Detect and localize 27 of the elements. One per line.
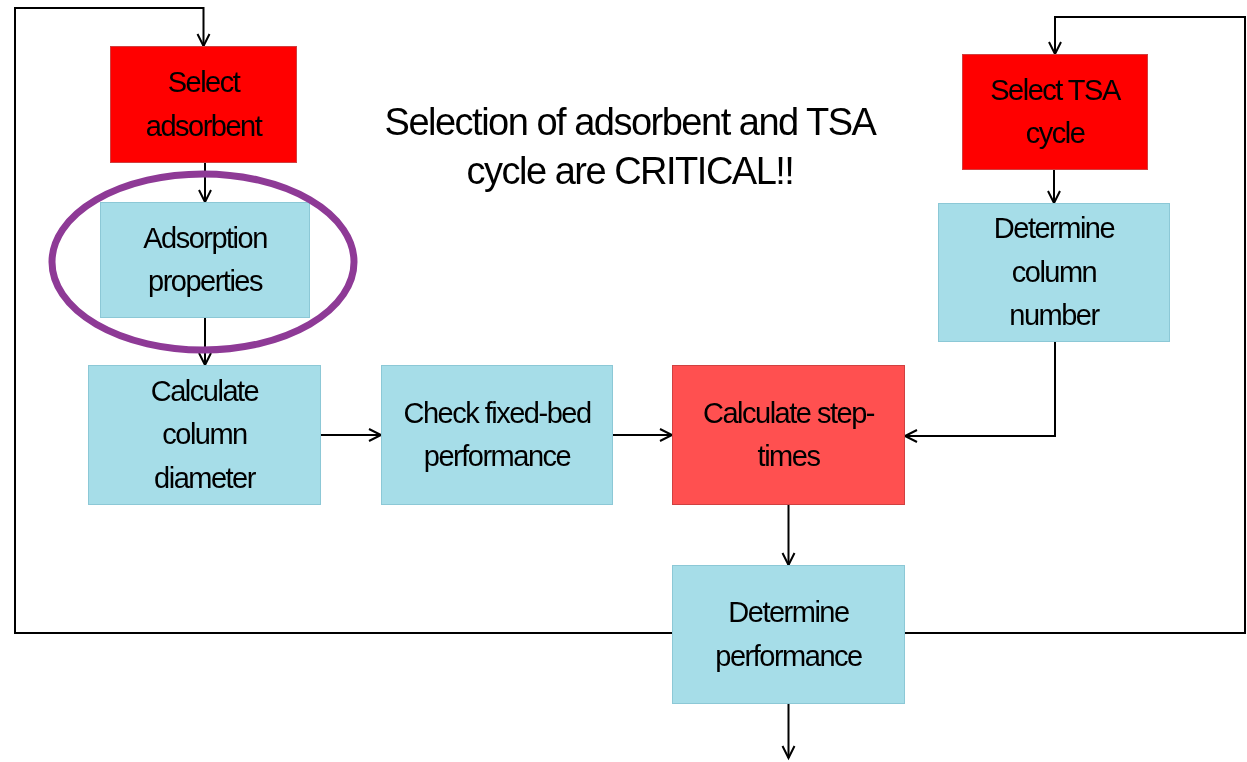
process-box xyxy=(962,54,1148,170)
box-label: Select TSA cycle xyxy=(989,72,1122,151)
process-box xyxy=(88,365,321,505)
box-label: Adsorption properties xyxy=(142,220,268,299)
box-label: Select adsorbent xyxy=(144,65,263,144)
arrow xyxy=(781,504,796,566)
arrow xyxy=(904,16,1246,634)
arrow xyxy=(320,428,382,442)
arrow xyxy=(198,317,212,366)
process-box xyxy=(938,203,1170,342)
box-label: Determine column number xyxy=(992,211,1116,334)
process-box xyxy=(672,365,905,505)
box-label: Calculate column diameter xyxy=(149,373,260,496)
arrow xyxy=(781,703,796,759)
arrow xyxy=(1047,169,1061,204)
arrow xyxy=(198,162,212,203)
arrow xyxy=(904,341,1056,443)
box-label: Check fixed-bed performance xyxy=(402,395,592,474)
arrow xyxy=(612,428,673,442)
process-box xyxy=(381,365,613,505)
title: Selection of adsorbent and TSA cycle are CRITICAL!! xyxy=(383,100,878,195)
arrow xyxy=(14,7,673,634)
process-box xyxy=(100,202,310,318)
box-label: Calculate step-times xyxy=(702,395,875,474)
box-label: Determine performance xyxy=(714,595,863,674)
process-box xyxy=(110,46,297,163)
process-box xyxy=(672,565,905,704)
